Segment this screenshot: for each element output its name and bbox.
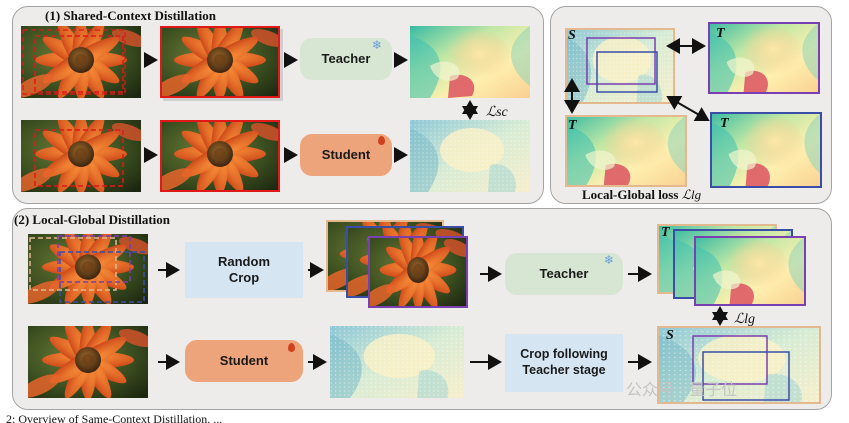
input-image-bottom: [21, 120, 141, 192]
teacher-map-peach: [565, 115, 687, 187]
local-global-loss-symbol: ℒlg: [681, 187, 702, 202]
teacher-label: Teacher: [321, 50, 371, 66]
label-s-top: S: [568, 28, 576, 43]
local-global-loss-lg: ℒlg: [734, 312, 755, 327]
shared-context-loss: ℒsc: [486, 105, 508, 120]
local-global-loss-caption: Local-Global loss ℒlg: [582, 187, 701, 203]
teacher-map-blue: [710, 112, 822, 188]
double-arrow: [666, 96, 710, 121]
input-image-lg: [28, 234, 148, 304]
label-t-peach: T: [568, 118, 577, 133]
student-label: Student: [321, 146, 371, 162]
student-label-lg: Student: [219, 352, 269, 368]
flame-icon: [288, 343, 295, 352]
crop-following-box: Crop following Teacher stage: [505, 334, 623, 392]
teacher-label-lg: Teacher: [539, 265, 589, 281]
snowflake-icon: ❄: [372, 38, 383, 52]
label-t-lg: T: [661, 225, 670, 240]
input-image-top: [21, 26, 141, 98]
random-crop-label: Random Crop: [218, 253, 270, 285]
crop-following-label: Crop following Teacher stage: [520, 347, 608, 377]
student-box-lg: Student: [185, 340, 303, 382]
flame-icon: [378, 136, 385, 145]
figure-caption: 2: Overview of Same-Context Distillation…: [6, 412, 223, 423]
teacher-box-lg: Teacher: [505, 253, 623, 295]
watermark: 公众号 · 量子位: [626, 380, 738, 399]
teacher-out-front: [694, 236, 806, 306]
snowflake-icon: ❄: [604, 253, 615, 267]
crop-stack-front: [368, 236, 468, 308]
shared-context-title: (1) Shared-Context Distillation: [45, 8, 216, 23]
local-global-loss-text: Local-Global loss: [582, 187, 679, 202]
teacher-box-top: Teacher: [300, 38, 392, 80]
label-t-purple: T: [716, 26, 725, 41]
label-s-lg: S: [666, 328, 674, 343]
teacher-map-purple: [708, 22, 820, 94]
student-global-map: [565, 28, 675, 104]
random-crop-box: Random Crop: [185, 242, 303, 298]
student-crops-lg: [657, 326, 821, 404]
crop-image-bottom: [160, 120, 280, 192]
crop-image-top: [160, 26, 280, 98]
label-t-blue: T: [720, 116, 729, 131]
student-box-top: Student: [300, 134, 392, 176]
local-global-title: (2) Local-Global Distillation: [14, 212, 170, 227]
